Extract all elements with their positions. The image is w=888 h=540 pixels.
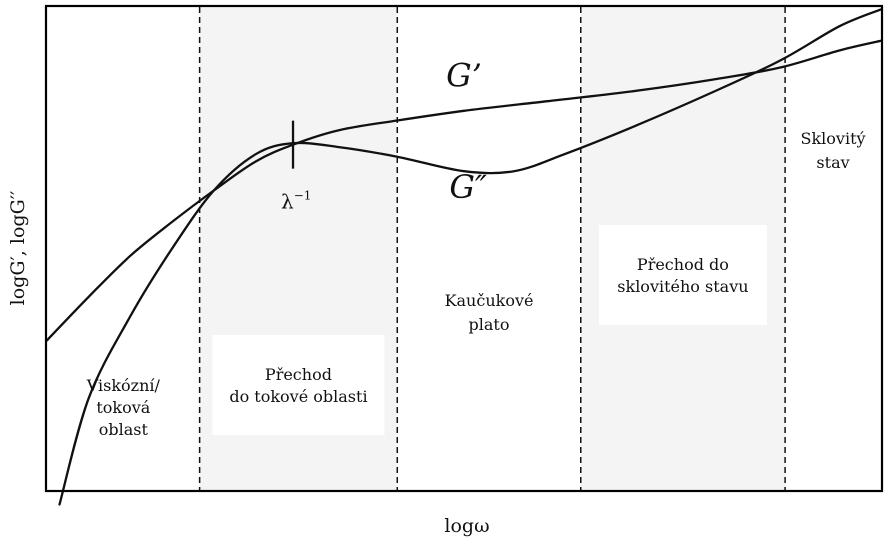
region-label-line: toková [96, 398, 150, 417]
plot-frame [44, 4, 884, 493]
region-label-box [598, 225, 767, 325]
chart-labels: Viskózní/toková oblast Přechod do tokové ob… [86, 57, 866, 439]
region-label-line: stav [816, 153, 849, 172]
series-line-storage-modulus [45, 39, 883, 342]
series-curves [45, 8, 883, 506]
region-label-line: Přechod [265, 365, 332, 384]
region-label-line: do tokové oblasti [229, 387, 367, 406]
x-axis-label: logω [444, 515, 489, 537]
region-label-line: sklovitého stavu [617, 277, 748, 296]
region-label-line: Viskózní/ [86, 376, 161, 395]
region-dividers [198, 7, 786, 490]
series-line-loss-modulus [58, 8, 883, 506]
region-label-line: plato [469, 315, 510, 334]
region-label-line: oblast [99, 420, 149, 439]
series-label-storage-modulus: G’ [446, 57, 482, 95]
region-label-line: Přechod do [637, 255, 729, 274]
region-label-line: Sklovitý [801, 129, 866, 148]
y-axis-label: logG′, logG′′ [7, 191, 29, 306]
region-label-box [212, 335, 385, 435]
region-label-boxes [212, 225, 767, 435]
region-label-line: Kaučukové [445, 291, 534, 310]
relaxation-label: λ−1 [281, 189, 311, 214]
series-label-loss-modulus: G″ [449, 168, 487, 206]
